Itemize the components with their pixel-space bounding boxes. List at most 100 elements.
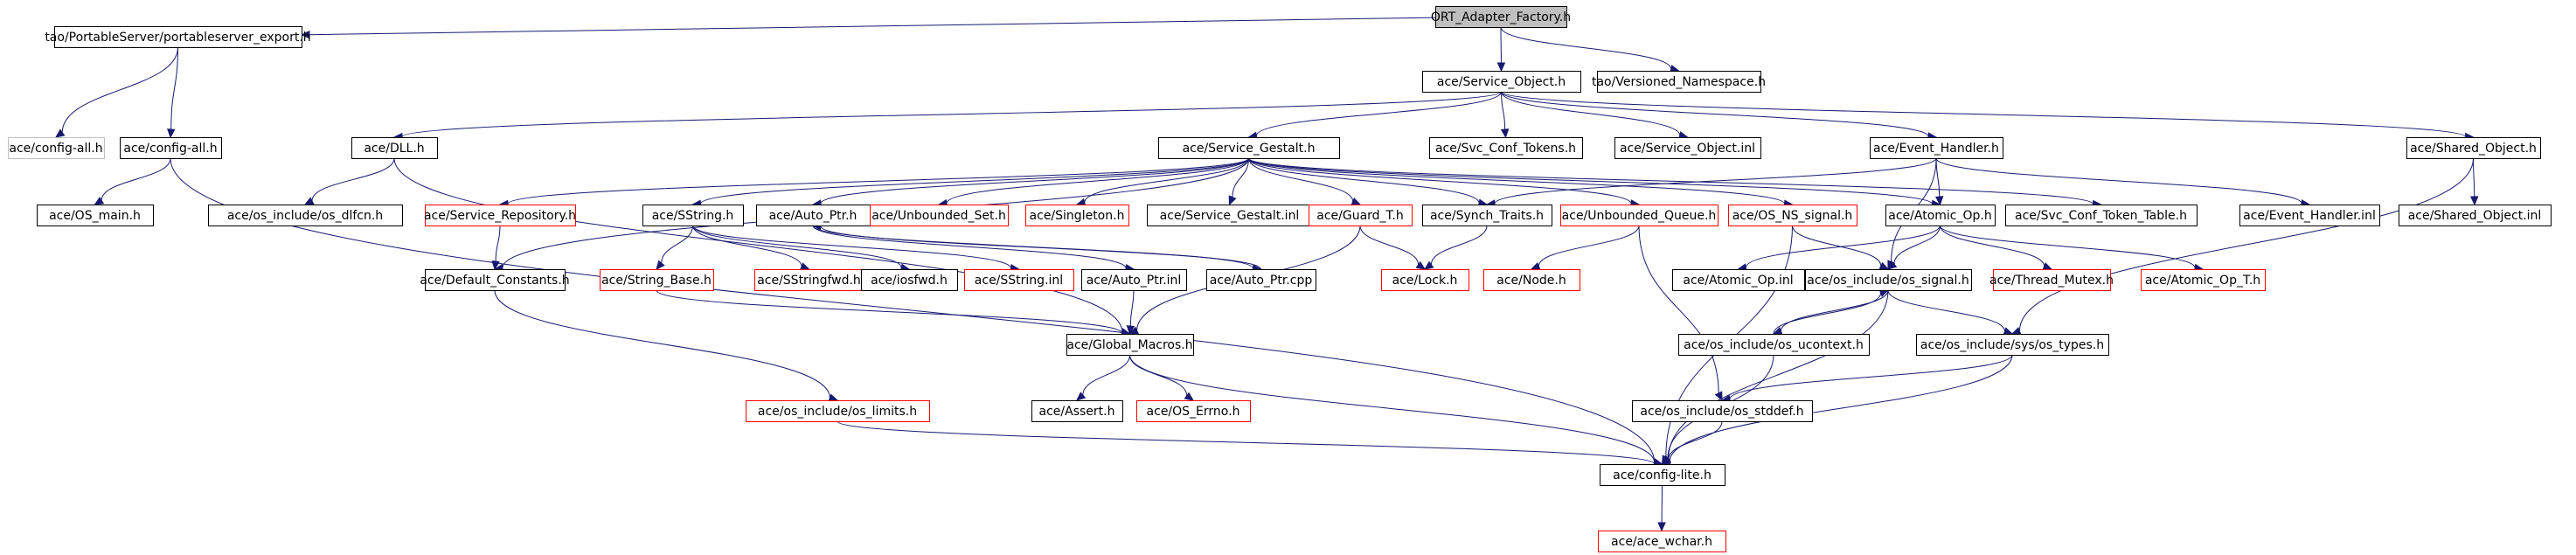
node-ehinl[interactable]: ace/Event_Handler.inl bbox=[2239, 205, 2380, 226]
node-soinl[interactable]: ace/Service_Object.inl bbox=[1614, 137, 1761, 159]
node-shoinl[interactable]: ace/Shared_Object.inl bbox=[2399, 205, 2552, 226]
node-systypes[interactable]: ace/os_include/sys/os_types.h bbox=[1916, 334, 2109, 356]
edge-sg-to-us bbox=[937, 157, 1249, 208]
node-gm[interactable]: ace/Global_Macros.h bbox=[1066, 334, 1194, 356]
node-pse[interactable]: tao/PortableServer/portableserver_export… bbox=[45, 26, 311, 48]
edge-sg-to-sginl bbox=[1228, 157, 1249, 206]
node-box bbox=[1025, 205, 1129, 226]
node-nss[interactable]: ace/OS_NS_signal.h bbox=[1728, 205, 1857, 226]
edge-line bbox=[170, 46, 178, 130]
node-dc[interactable]: ace/Default_Constants.h bbox=[420, 269, 570, 291]
node-aopt[interactable]: ace/Atomic_Op_T.h bbox=[2141, 269, 2266, 291]
node-dlfcn[interactable]: ace/os_include/os_dlfcn.h bbox=[208, 205, 403, 226]
node-lock[interactable]: ace/Lock.h bbox=[1381, 269, 1469, 291]
node-gt[interactable]: ace/Guard_T.h bbox=[1309, 205, 1413, 226]
node-ss[interactable]: ace/SString.h bbox=[642, 205, 744, 226]
node-uq[interactable]: ace/Unbounded_Queue.h bbox=[1560, 205, 1718, 226]
node-wchar[interactable]: ace/ace_wchar.h bbox=[1598, 531, 1726, 552]
edge-ossig-to-cl bbox=[1661, 289, 1889, 465]
node-label: ace/Assert.h bbox=[1039, 405, 1115, 419]
node-box bbox=[425, 205, 576, 226]
edge-line bbox=[1248, 157, 1354, 202]
node-aop[interactable]: ace/Atomic_Op.h bbox=[1885, 205, 1996, 226]
node-sb[interactable]: ace/String_Base.h bbox=[600, 269, 714, 291]
node-st[interactable]: ace/Synch_Traits.h bbox=[1422, 205, 1552, 226]
node-box bbox=[1805, 269, 1972, 291]
edge-line bbox=[507, 157, 1249, 205]
node-label: ace/config-all.h bbox=[123, 142, 217, 156]
node-box bbox=[1147, 205, 1313, 226]
node-so[interactable]: ace/Service_Object.h bbox=[1422, 71, 1581, 93]
node-tm[interactable]: ace/Thread_Mutex.h bbox=[1989, 269, 2114, 291]
edge-sg-to-nss bbox=[1248, 157, 1794, 208]
edge-cl-to-wchar bbox=[1657, 484, 1666, 532]
node-stddef[interactable]: ace/os_include/os_stddef.h bbox=[1632, 400, 1813, 422]
arrowhead bbox=[1661, 455, 1672, 465]
node-label: ace/os_include/os_limits.h bbox=[758, 405, 917, 419]
edge-line bbox=[1745, 225, 1941, 268]
node-sctt[interactable]: ace/Svc_Conf_Token_Table.h bbox=[2005, 205, 2198, 226]
node-label: ace/Default_Constants.h bbox=[420, 274, 569, 288]
node-box bbox=[1435, 6, 1567, 28]
arrowhead bbox=[1772, 327, 1783, 336]
edge-sg-to-uq bbox=[1248, 157, 1641, 208]
arrowhead bbox=[167, 128, 176, 139]
edge-line bbox=[1248, 157, 1786, 205]
node-us[interactable]: ace/Unbounded_Set.h bbox=[870, 205, 1009, 226]
node-uctx[interactable]: ace/os_include/os_ucontext.h bbox=[1678, 334, 1870, 356]
node-cl[interactable]: ace/config-lite.h bbox=[1600, 464, 1725, 486]
node-box bbox=[754, 269, 864, 291]
node-box bbox=[746, 400, 930, 422]
node-dll[interactable]: ace/DLL.h bbox=[351, 137, 438, 159]
node-label: ace/Service_Object.h bbox=[1437, 75, 1566, 89]
edge-line bbox=[1940, 225, 2196, 268]
node-box bbox=[1728, 205, 1857, 226]
node-vn[interactable]: tao/Versioned_Namespace.h bbox=[1592, 71, 1766, 93]
edge-line bbox=[1935, 157, 2302, 205]
node-box bbox=[1614, 137, 1761, 159]
node-sct[interactable]: ace/Svc_Conf_Tokens.h bbox=[1429, 137, 1583, 159]
edge-gm-to-errno bbox=[1129, 354, 1195, 401]
node-limits[interactable]: ace/os_include/os_limits.h bbox=[746, 400, 930, 422]
node-ssinl[interactable]: ace/SString.inl bbox=[964, 269, 1074, 291]
node-iosfwd[interactable]: ace/iosfwd.h bbox=[861, 269, 958, 291]
node-box bbox=[861, 269, 958, 291]
edge-gm-to-assert bbox=[1076, 354, 1130, 401]
node-sing[interactable]: ace/Singleton.h bbox=[1025, 205, 1129, 226]
node-box bbox=[208, 205, 403, 226]
node-apcpp[interactable]: ace/Auto_Ptr.cpp bbox=[1206, 269, 1316, 291]
edge-st-to-lock bbox=[1423, 225, 1488, 270]
node-sho[interactable]: ace/Shared_Object.h bbox=[2406, 137, 2541, 159]
edge-gt-to-lock bbox=[1359, 225, 1427, 270]
arrowhead bbox=[1500, 128, 1510, 139]
node-errno[interactable]: ace/OS_Errno.h bbox=[1136, 400, 1251, 422]
node-sr[interactable]: ace/Service_Repository.h bbox=[424, 205, 576, 226]
node-os-main[interactable]: ace/OS_main.h bbox=[37, 205, 154, 226]
node-cfg-all[interactable]: ace/config-all.h bbox=[120, 137, 222, 159]
node-label: ace/os_include/os_stddef.h bbox=[1640, 405, 1803, 419]
edge-line bbox=[1887, 289, 2006, 332]
node-sg[interactable]: ace/Service_Gestalt.h bbox=[1158, 137, 1340, 159]
node-assert[interactable]: ace/Assert.h bbox=[1031, 400, 1123, 422]
node-node[interactable]: ace/Node.h bbox=[1483, 269, 1580, 291]
edge-so-to-dll bbox=[392, 91, 1502, 142]
node-ap[interactable]: ace/Auto_Ptr.h bbox=[756, 205, 871, 226]
node-aopinl[interactable]: ace/Atomic_Op.inl bbox=[1672, 269, 1805, 291]
node-box bbox=[1422, 71, 1581, 93]
edge-dc-to-limits bbox=[494, 289, 839, 402]
node-label: ace/Unbounded_Set.h bbox=[871, 209, 1006, 223]
node-ossig[interactable]: ace/os_include/os_signal.h bbox=[1805, 269, 1972, 291]
node-label: ace/Svc_Conf_Tokens.h bbox=[1435, 142, 1576, 156]
node-box bbox=[120, 137, 222, 159]
node-box bbox=[2399, 205, 2552, 226]
node-sginl[interactable]: ace/Service_Gestalt.inl bbox=[1147, 205, 1313, 226]
node-apinl[interactable]: ace/Auto_Ptr.inl bbox=[1081, 269, 1187, 291]
node-ssfwd[interactable]: ace/SStringfwd.h bbox=[754, 269, 864, 291]
edge-line bbox=[1935, 157, 1941, 198]
edge-ss-to-sb bbox=[656, 225, 693, 270]
node-eh[interactable]: ace/Event_Handler.h bbox=[1870, 137, 2003, 159]
node-cfg-all-h[interactable]: ace/config-all.h bbox=[8, 137, 105, 159]
edge-sho-to-systypes bbox=[2010, 157, 2474, 336]
node-box bbox=[1993, 269, 2111, 291]
